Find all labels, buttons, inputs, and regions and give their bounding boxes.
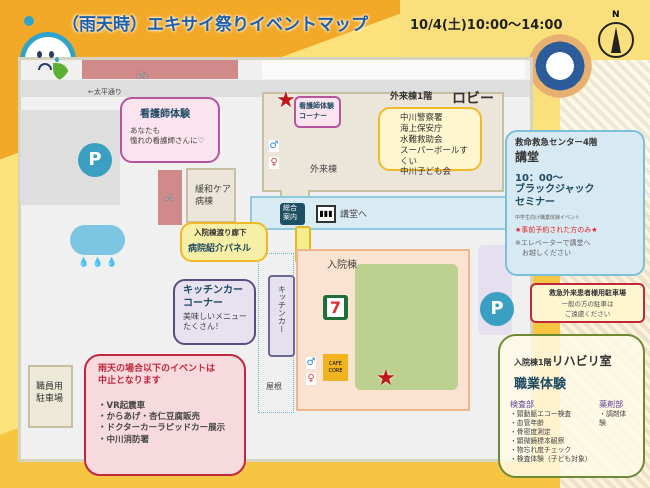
kitchen-car-spot	[268, 275, 295, 357]
outpatient-wing	[280, 190, 310, 200]
lab-item: ・顕微鏡標本観察	[510, 436, 565, 445]
organization-item: スーパーボールすくい	[400, 145, 468, 167]
logo-frown-icon	[38, 63, 52, 70]
parking-callout-title: 救急外来患者様用駐車場	[549, 289, 626, 297]
restroom-female-icon: ♀	[306, 373, 316, 385]
logo-leaf-icon	[53, 63, 69, 81]
pharmacy-item: ・調剤体験	[599, 410, 627, 428]
rehab-callout: 入院棟1階リハビリ室 職業体験 検査部 ・頸動脈エコー検査 ・血管年齢 ・骨密度…	[498, 334, 645, 478]
staff-parking	[28, 365, 73, 428]
palliative-label: 緩和ケア 病棟	[195, 185, 232, 207]
parking-icon: P	[78, 143, 112, 177]
kitchen-callout-title: キッチンカー コーナー	[183, 285, 243, 309]
emergency-title: ブラックジャック セミナー	[515, 184, 595, 208]
logo-eye-right-icon	[49, 51, 54, 58]
emergency-room: 講堂	[515, 150, 540, 164]
kitchen-car-label: キッチンカー	[277, 285, 287, 333]
lobby-label: ロビー	[452, 91, 494, 107]
bubble-dot	[24, 16, 34, 26]
info-desk	[280, 203, 305, 225]
restroom-male-icon: ♂	[269, 140, 279, 152]
nurse-corner-text: 看護師体験 コーナー	[299, 102, 334, 120]
convenience-store-label: 7	[326, 298, 345, 317]
lab-item: ・血管年齢	[510, 419, 544, 428]
pharmacy-list: 薬剤部 ・調剤体験	[599, 400, 633, 463]
rain-cancellation-callout: 雨天の場合以下のイベントは 中止となります ・VR起震車 ・からあげ・杏仁豆腐販…	[84, 354, 246, 476]
kitchen-callout: キッチンカー コーナー 美味しいメニュー たくさん！	[173, 279, 256, 345]
logo-tear-icon	[55, 57, 59, 62]
nurse-callout-text: あなたも 憧れの看護師さんに♡	[130, 126, 205, 145]
emergency-note: ★事前予約された方のみ★	[515, 226, 598, 234]
bicycle-icon: 🚲	[136, 69, 149, 80]
organization-item: 中川子ども会	[400, 167, 452, 178]
mascot-characters-icon	[520, 28, 600, 123]
info-desk-label: 総合 案内	[283, 204, 297, 222]
nurse-callout: 看護師体験 あなたも 憧れの看護師さんに♡	[120, 97, 220, 163]
outpatient-label: 外来棟	[310, 165, 338, 175]
street-label: ←太平通り	[88, 88, 122, 96]
outpatient-floor-label: 外来棟1階	[390, 92, 433, 102]
elevator-icon: ▮▮▮	[316, 205, 336, 223]
nurse-corner-label: 看護師体験 コーナー	[294, 96, 341, 128]
rehab-lists: 検査部 ・頸動脈エコー検査 ・血管年齢 ・骨密度測定 ・顕微鏡標本観察 ・物忘れ…	[510, 400, 633, 463]
staff-parking-label: 職員用 駐車場	[36, 382, 64, 404]
rehab-title: 職業体験	[514, 377, 567, 392]
rain-cancel-list: ・VR起震車 ・からあげ・杏仁豆腐販売 ・ドクターカーラピッドカー展示 ・中川消…	[98, 401, 232, 445]
restroom-male-icon: ♂	[306, 357, 316, 369]
to-auditorium-label: 講堂へ	[340, 210, 368, 220]
lab-item: ・骨密度測定	[510, 428, 551, 437]
parking-icon: P	[480, 292, 514, 326]
compass-north-label: N	[612, 10, 620, 20]
compass-icon	[598, 22, 634, 58]
convenience-store-icon: 7	[323, 295, 348, 320]
bicycle-parking: 🚲	[158, 170, 182, 225]
palliative-building	[186, 168, 236, 223]
page-title: （雨天時）エキサイ祭りイベントマップ	[62, 15, 368, 35]
cancelled-event: ・中川消防署	[98, 434, 150, 445]
courtyard	[355, 264, 458, 390]
corridor-callout-title: 入院棟渡り廊下	[194, 228, 247, 237]
emergency-floor: 救命救急センター4階	[515, 138, 598, 148]
cancelled-event: ・からあげ・杏仁豆腐販売	[98, 412, 201, 423]
building-pink	[82, 60, 238, 79]
building-white	[262, 60, 525, 79]
restroom-female-icon: ♀	[269, 157, 279, 169]
rain-cloud-icon	[70, 225, 125, 255]
rain-callout-title: 雨天の場合以下のイベントは 中止となります	[98, 364, 216, 386]
cafe-label: CAFE CORE	[328, 361, 343, 374]
emergency-center-callout: 救命救急センター4階 講堂 10：00～ ブラックジャック セミナー 中学生向け…	[505, 130, 645, 276]
nurse-star-icon: ★	[276, 88, 296, 113]
nurse-callout-title: 看護師体験	[140, 109, 190, 120]
lab-item: ・頸動脈エコー検査	[510, 410, 572, 419]
rehab-heading: 入院棟1階リハビリ室	[514, 350, 633, 369]
kitchen-callout-text: 美味しいメニュー たくさん！	[183, 312, 247, 332]
rehab-room: リハビリ室	[551, 354, 612, 368]
logo-eye-left-icon	[37, 51, 42, 58]
cancelled-event: ・ドクターカーラピッドカー展示	[98, 423, 226, 434]
lab-item: ・検査体験（子ども対象）	[510, 454, 592, 463]
ambulance-parking-callout: 救急外来患者様用駐車場 一般の方の駐車は ご遠慮ください	[530, 283, 645, 323]
organizations-callout: 中川警察署 海上保安庁 水難救助会 スーパーボールすくい 中川子ども会	[378, 107, 482, 177]
parking-callout-text: 一般の方の駐車は ご遠慮ください	[561, 300, 614, 318]
organizations-list: 中川警察署 海上保安庁 水難救助会 スーパーボールすくい 中川子ども会	[400, 113, 472, 178]
lab-heading: 検査部	[510, 400, 534, 409]
lab-list: 検査部 ・頸動脈エコー検査 ・血管年齢 ・骨密度測定 ・顕微鏡標本観察 ・物忘れ…	[510, 400, 592, 463]
organization-item: 海上保安庁	[400, 123, 443, 134]
rehab-floor: 入院棟1階	[514, 358, 552, 367]
corridor-callout-sub: 病院紹介パネル	[188, 244, 252, 254]
rehab-star-icon: ★	[376, 366, 396, 391]
lab-item: ・物忘れ度チェック	[510, 445, 572, 454]
emergency-sub: 中学生向け職業体験イベント	[515, 215, 581, 221]
emergency-time: 10：00～	[515, 173, 563, 184]
organization-item: 水難救助会	[400, 134, 443, 145]
cafe-icon: CAFE CORE	[323, 354, 348, 381]
pharmacy-heading: 薬剤部	[599, 400, 624, 409]
corridor-callout: 入院棟渡り廊下 病院紹介パネル	[180, 222, 268, 262]
rain-drops-icon: 💧💧💧	[78, 258, 121, 268]
roof-label: 屋根	[266, 382, 282, 391]
organization-item: 中川警察署	[400, 113, 443, 123]
emergency-elevator: ※エレベーターで講堂へ お越しください	[515, 239, 591, 257]
cancelled-event: ・VR起震車	[98, 401, 146, 412]
ward-label: 入院棟	[327, 260, 357, 271]
